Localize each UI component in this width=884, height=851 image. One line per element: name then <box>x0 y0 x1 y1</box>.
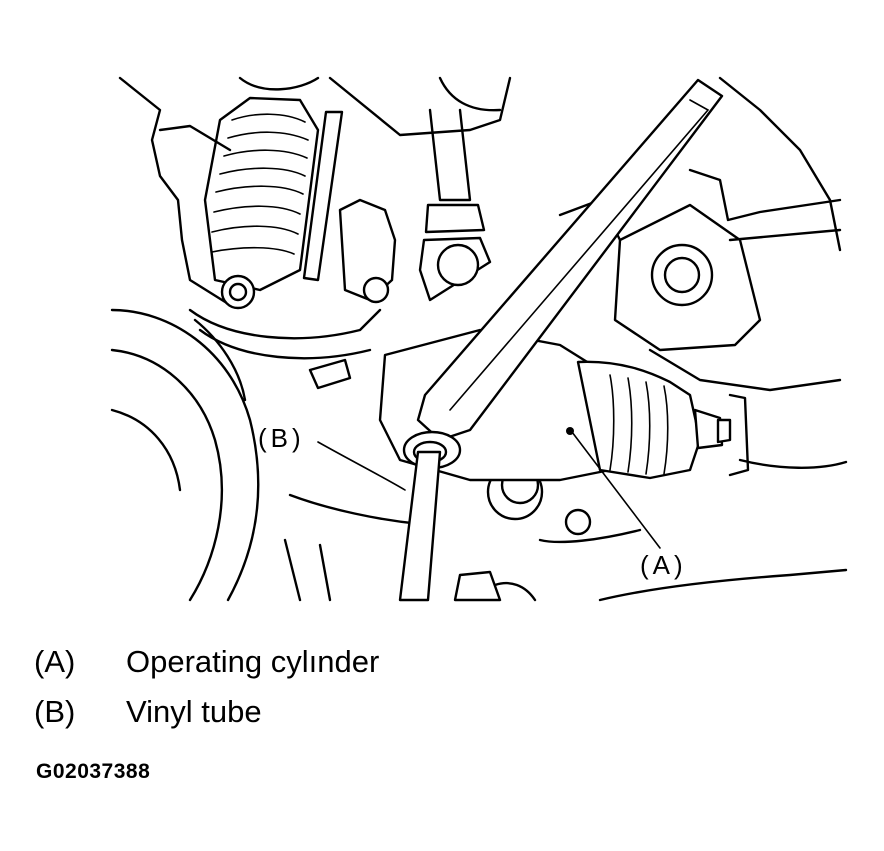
legend-label: Operating cylınder <box>126 644 380 679</box>
callout-b-label: (B) <box>258 423 305 453</box>
mounting-bolt-small <box>564 508 592 536</box>
legend-key: (B) <box>34 694 76 729</box>
callout-a-label: (A) <box>640 550 687 580</box>
lower-bolts <box>453 570 537 602</box>
legend-label: Vinyl tube <box>126 694 262 729</box>
vinyl-tube <box>398 450 442 602</box>
legend-key: (A) <box>34 644 76 679</box>
transmission-housing <box>118 76 848 602</box>
clutch-operating-cylinder-illustration <box>110 76 848 602</box>
leader-lines <box>317 431 661 549</box>
release-fork-spring <box>158 96 344 310</box>
figure-id: G02037388 <box>36 760 151 783</box>
mounting-bolt-right <box>650 243 714 307</box>
legend-item-a: (A) Operating cylınder <box>34 646 379 677</box>
hydraulic-line <box>418 108 492 302</box>
clutch-housing-left <box>110 308 260 602</box>
legend-item-b: (B) Vinyl tube <box>34 696 262 727</box>
release-fork-bracket <box>188 198 397 390</box>
